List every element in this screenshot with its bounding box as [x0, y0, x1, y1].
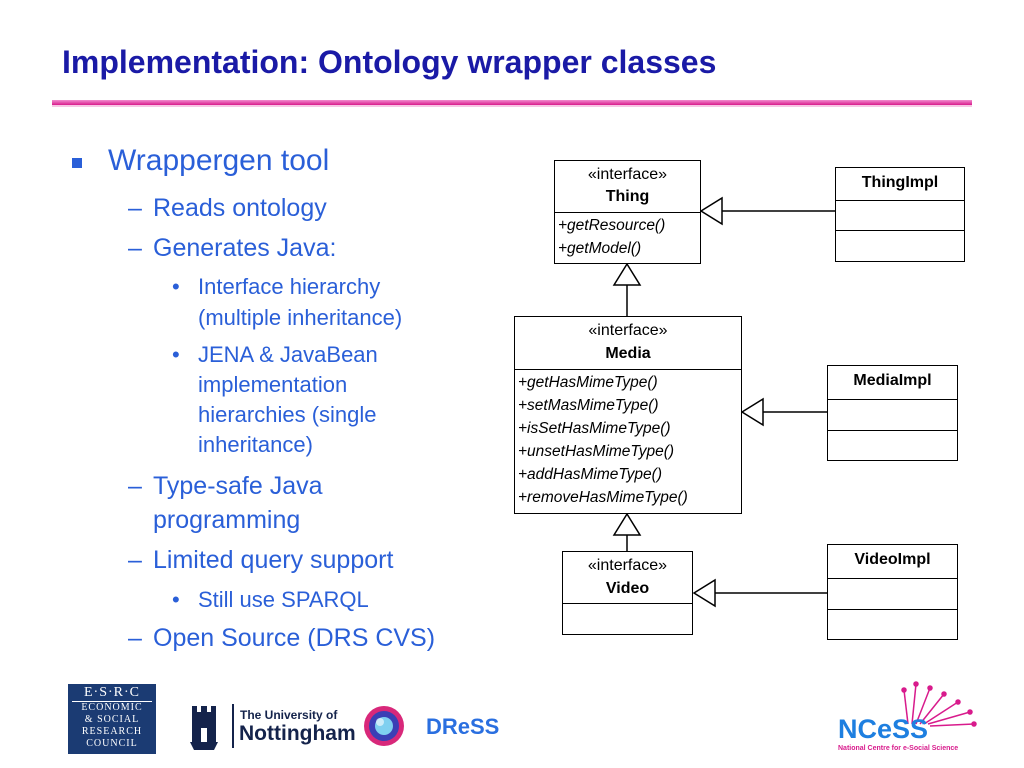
bullet-jena-javabean-cont3: inheritance) — [198, 432, 313, 457]
ncess-text: NCeSS — [838, 714, 929, 744]
nottingham-divider — [232, 704, 234, 748]
bullet-still-use-sparql: Still use SPARQL — [198, 587, 369, 612]
uml-videoimpl-class: VideoImpl — [827, 544, 958, 640]
media-stereotype: «interface» — [588, 322, 668, 339]
dash-icon: – — [128, 234, 142, 262]
dress-globe-icon — [364, 706, 404, 746]
dash-icon: – — [128, 472, 142, 500]
bullet-jena-javabean-cont2: hierarchies (single — [198, 402, 377, 427]
dress-text: DReSS — [426, 714, 500, 739]
uml-media-interface: «interface» Media +getHasMimeType() +set… — [514, 316, 742, 514]
videoimpl-name: VideoImpl — [854, 551, 931, 568]
slide-title: Implementation: Ontology wrapper classes — [62, 44, 717, 80]
media-method: +getHasMimeType() — [518, 374, 658, 391]
bullet-generates-java: Generates Java: — [153, 234, 337, 262]
thing-method: +getModel() — [558, 240, 642, 257]
uml-mediaimpl-class: MediaImpl — [827, 365, 958, 461]
nottingham-small-text: The University of — [240, 708, 338, 722]
bullet-type-safe-java: Type-safe Java — [153, 472, 323, 500]
video-stereotype: «interface» — [587, 557, 668, 574]
media-method: +removeHasMimeType() — [518, 489, 688, 506]
uml-thingimpl-class: ThingImpl — [835, 167, 965, 262]
bullet-reads-ontology: Reads ontology — [153, 194, 327, 222]
title-divider — [52, 100, 972, 107]
thing-stereotype: «interface» — [587, 166, 668, 183]
bullet-interface-hierarchy-cont: (multiple inheritance) — [198, 305, 403, 330]
media-method: +isSetHasMimeType() — [518, 420, 671, 437]
bullet-limited-query: Limited query support — [153, 546, 394, 574]
nottingham-big-text: Nottingham — [239, 722, 356, 745]
castle-crest-icon — [190, 706, 218, 750]
media-name: Media — [605, 345, 651, 362]
esrc-logo: E·S·R·C ECONOMIC & SOCIAL RESEARCH COUNC… — [68, 684, 156, 754]
thing-name: Thing — [605, 188, 650, 205]
bullet-interface-hierarchy: Interface hierarchy — [198, 274, 381, 299]
bullet-jena-javabean-cont1: implementation — [198, 372, 348, 397]
thingimpl-name: ThingImpl — [861, 174, 939, 191]
dash-icon: – — [128, 546, 142, 574]
dot-icon: • — [172, 342, 180, 367]
bullet-open-source: Open Source (DRS CVS) — [153, 624, 436, 652]
dot-icon: • — [172, 587, 180, 612]
video-name: Video — [605, 580, 650, 597]
dot-icon: • — [172, 274, 180, 299]
mediaimpl-name: MediaImpl — [853, 372, 932, 389]
uml-thing-interface: «interface» Thing +getResource() +getMod… — [554, 160, 701, 264]
media-method: +unsetHasMimeType() — [518, 443, 675, 460]
media-method: +setMasMimeType() — [518, 397, 659, 414]
bullet-type-safe-java-cont: programming — [153, 506, 301, 534]
square-bullet-icon — [72, 158, 82, 168]
dash-icon: – — [128, 624, 142, 652]
ncess-subtitle: National Centre for e-Social Science — [838, 745, 959, 752]
dash-icon: – — [128, 194, 142, 222]
uml-video-interface: «interface» Video — [562, 551, 693, 635]
ncess-spark-icon — [901, 681, 977, 727]
bullet-wrappergen-tool: Wrappergen tool — [108, 144, 330, 177]
thing-method: +getResource() — [558, 217, 666, 234]
bullet-jena-javabean: JENA & JavaBean — [198, 342, 378, 367]
media-method: +addHasMimeType() — [518, 466, 662, 483]
